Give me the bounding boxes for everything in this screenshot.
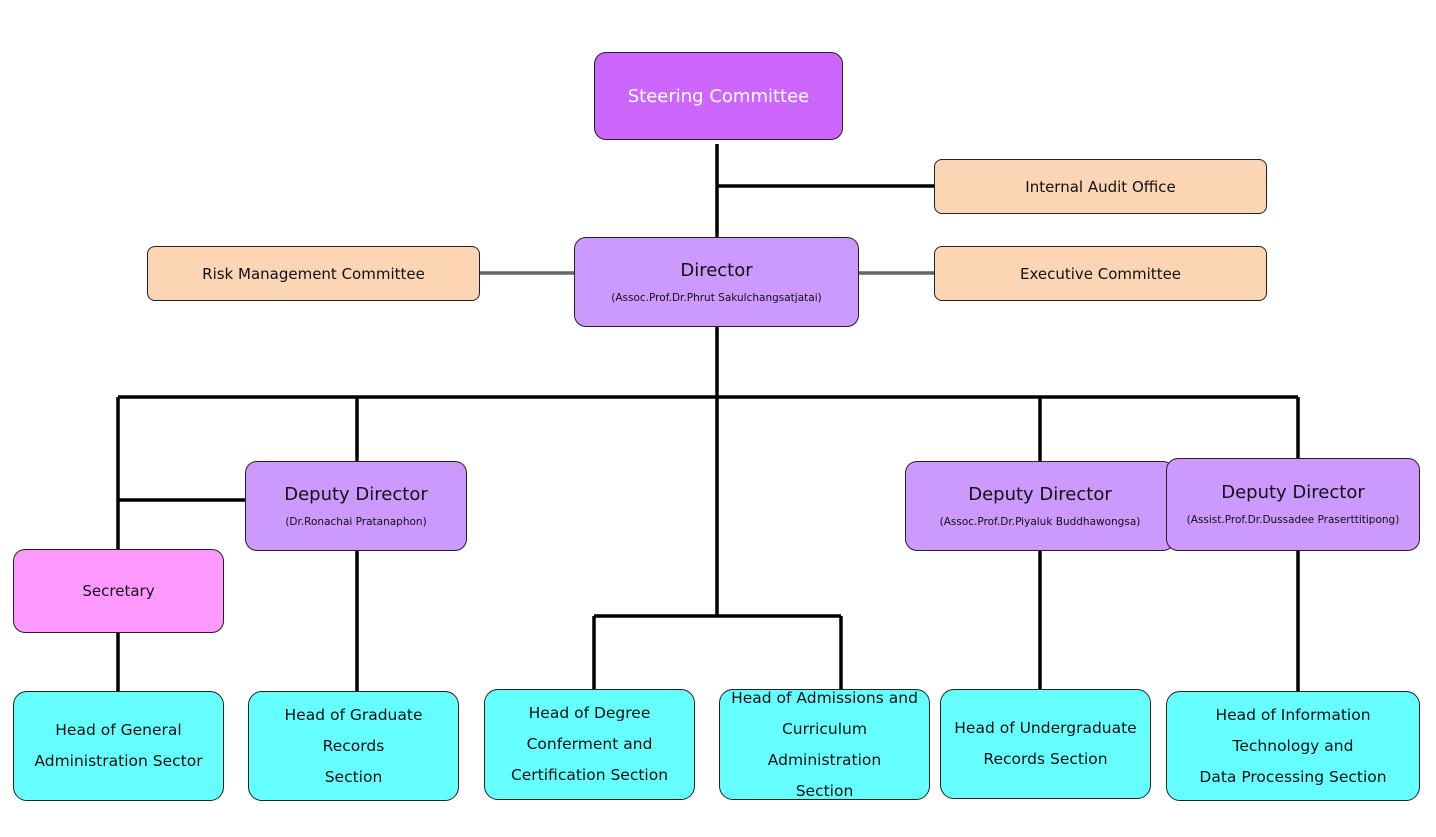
steering-committee-box: Steering Committee	[594, 52, 843, 140]
deputy-director-box: Deputy Director (Dr.Ronachai Pratanaphon…	[245, 461, 467, 551]
section-head-line: Head of Information	[1215, 705, 1371, 724]
deputy-director-box: Deputy Director (Assist.Prof.Dr.Dussadee…	[1166, 458, 1420, 551]
section-head-box: Head of Undergraduate Records Section	[940, 689, 1151, 799]
section-head-line: Records Section	[983, 750, 1108, 768]
secretary-label: Secretary	[82, 582, 155, 600]
internal-audit-label: Internal Audit Office	[1025, 177, 1176, 196]
section-head-line: Head of Degree	[528, 704, 651, 722]
deputy-director-title: Deputy Director	[1221, 482, 1365, 503]
director-box: Director (Assoc.Prof.Dr.Phrut Sakulchang…	[574, 237, 859, 327]
deputy-director-name: (Assist.Prof.Dr.Dussadee Praserttitipong…	[1186, 514, 1400, 526]
section-head-line: Data Processing Section	[1199, 767, 1387, 786]
section-head-line: Section	[795, 781, 854, 800]
section-head-line: Curriculum Administration	[767, 719, 882, 769]
deputy-director-title: Deputy Director	[284, 483, 428, 505]
section-head-line: Head of General	[55, 721, 182, 739]
secretary-box: Secretary	[13, 549, 224, 633]
section-head-box: Head of Information Technology and Data …	[1166, 691, 1420, 801]
director-name: (Assoc.Prof.Dr.Phrut Sakulchangsatjatai)	[611, 291, 822, 304]
risk-management-box: Risk Management Committee	[147, 246, 480, 301]
section-head-line: Head of Graduate Records	[284, 705, 423, 755]
section-head-line: Administration Sector	[34, 752, 203, 770]
steering-committee-label: Steering Committee	[627, 85, 810, 107]
section-head-line: Certification Section	[510, 766, 669, 784]
risk-management-label: Risk Management Committee	[202, 264, 425, 283]
director-title: Director	[680, 259, 753, 281]
section-head-box: Head of Degree Conferment and Certificat…	[484, 689, 695, 800]
section-head-line: Section	[324, 767, 383, 786]
section-head-box: Head of Graduate Records Section	[248, 691, 459, 801]
section-head-line: Technology and	[1232, 736, 1354, 755]
section-head-line: Head of Undergraduate	[954, 719, 1137, 737]
deputy-director-name: (Assoc.Prof.Dr.Piyaluk Buddhawongsa)	[939, 515, 1141, 528]
section-head-box: Head of Admissions and Curriculum Admini…	[719, 689, 930, 800]
deputy-director-title: Deputy Director	[968, 483, 1112, 505]
deputy-director-name: (Dr.Ronachai Pratanaphon)	[285, 515, 427, 528]
section-head-box: Head of General Administration Sector	[13, 691, 224, 801]
section-head-line: Conferment and	[526, 735, 653, 753]
deputy-director-box: Deputy Director (Assoc.Prof.Dr.Piyaluk B…	[905, 461, 1175, 551]
internal-audit-box: Internal Audit Office	[934, 159, 1267, 214]
executive-committee-box: Executive Committee	[934, 246, 1267, 301]
section-head-line: Head of Admissions and	[731, 688, 918, 707]
executive-committee-label: Executive Committee	[1019, 264, 1182, 283]
